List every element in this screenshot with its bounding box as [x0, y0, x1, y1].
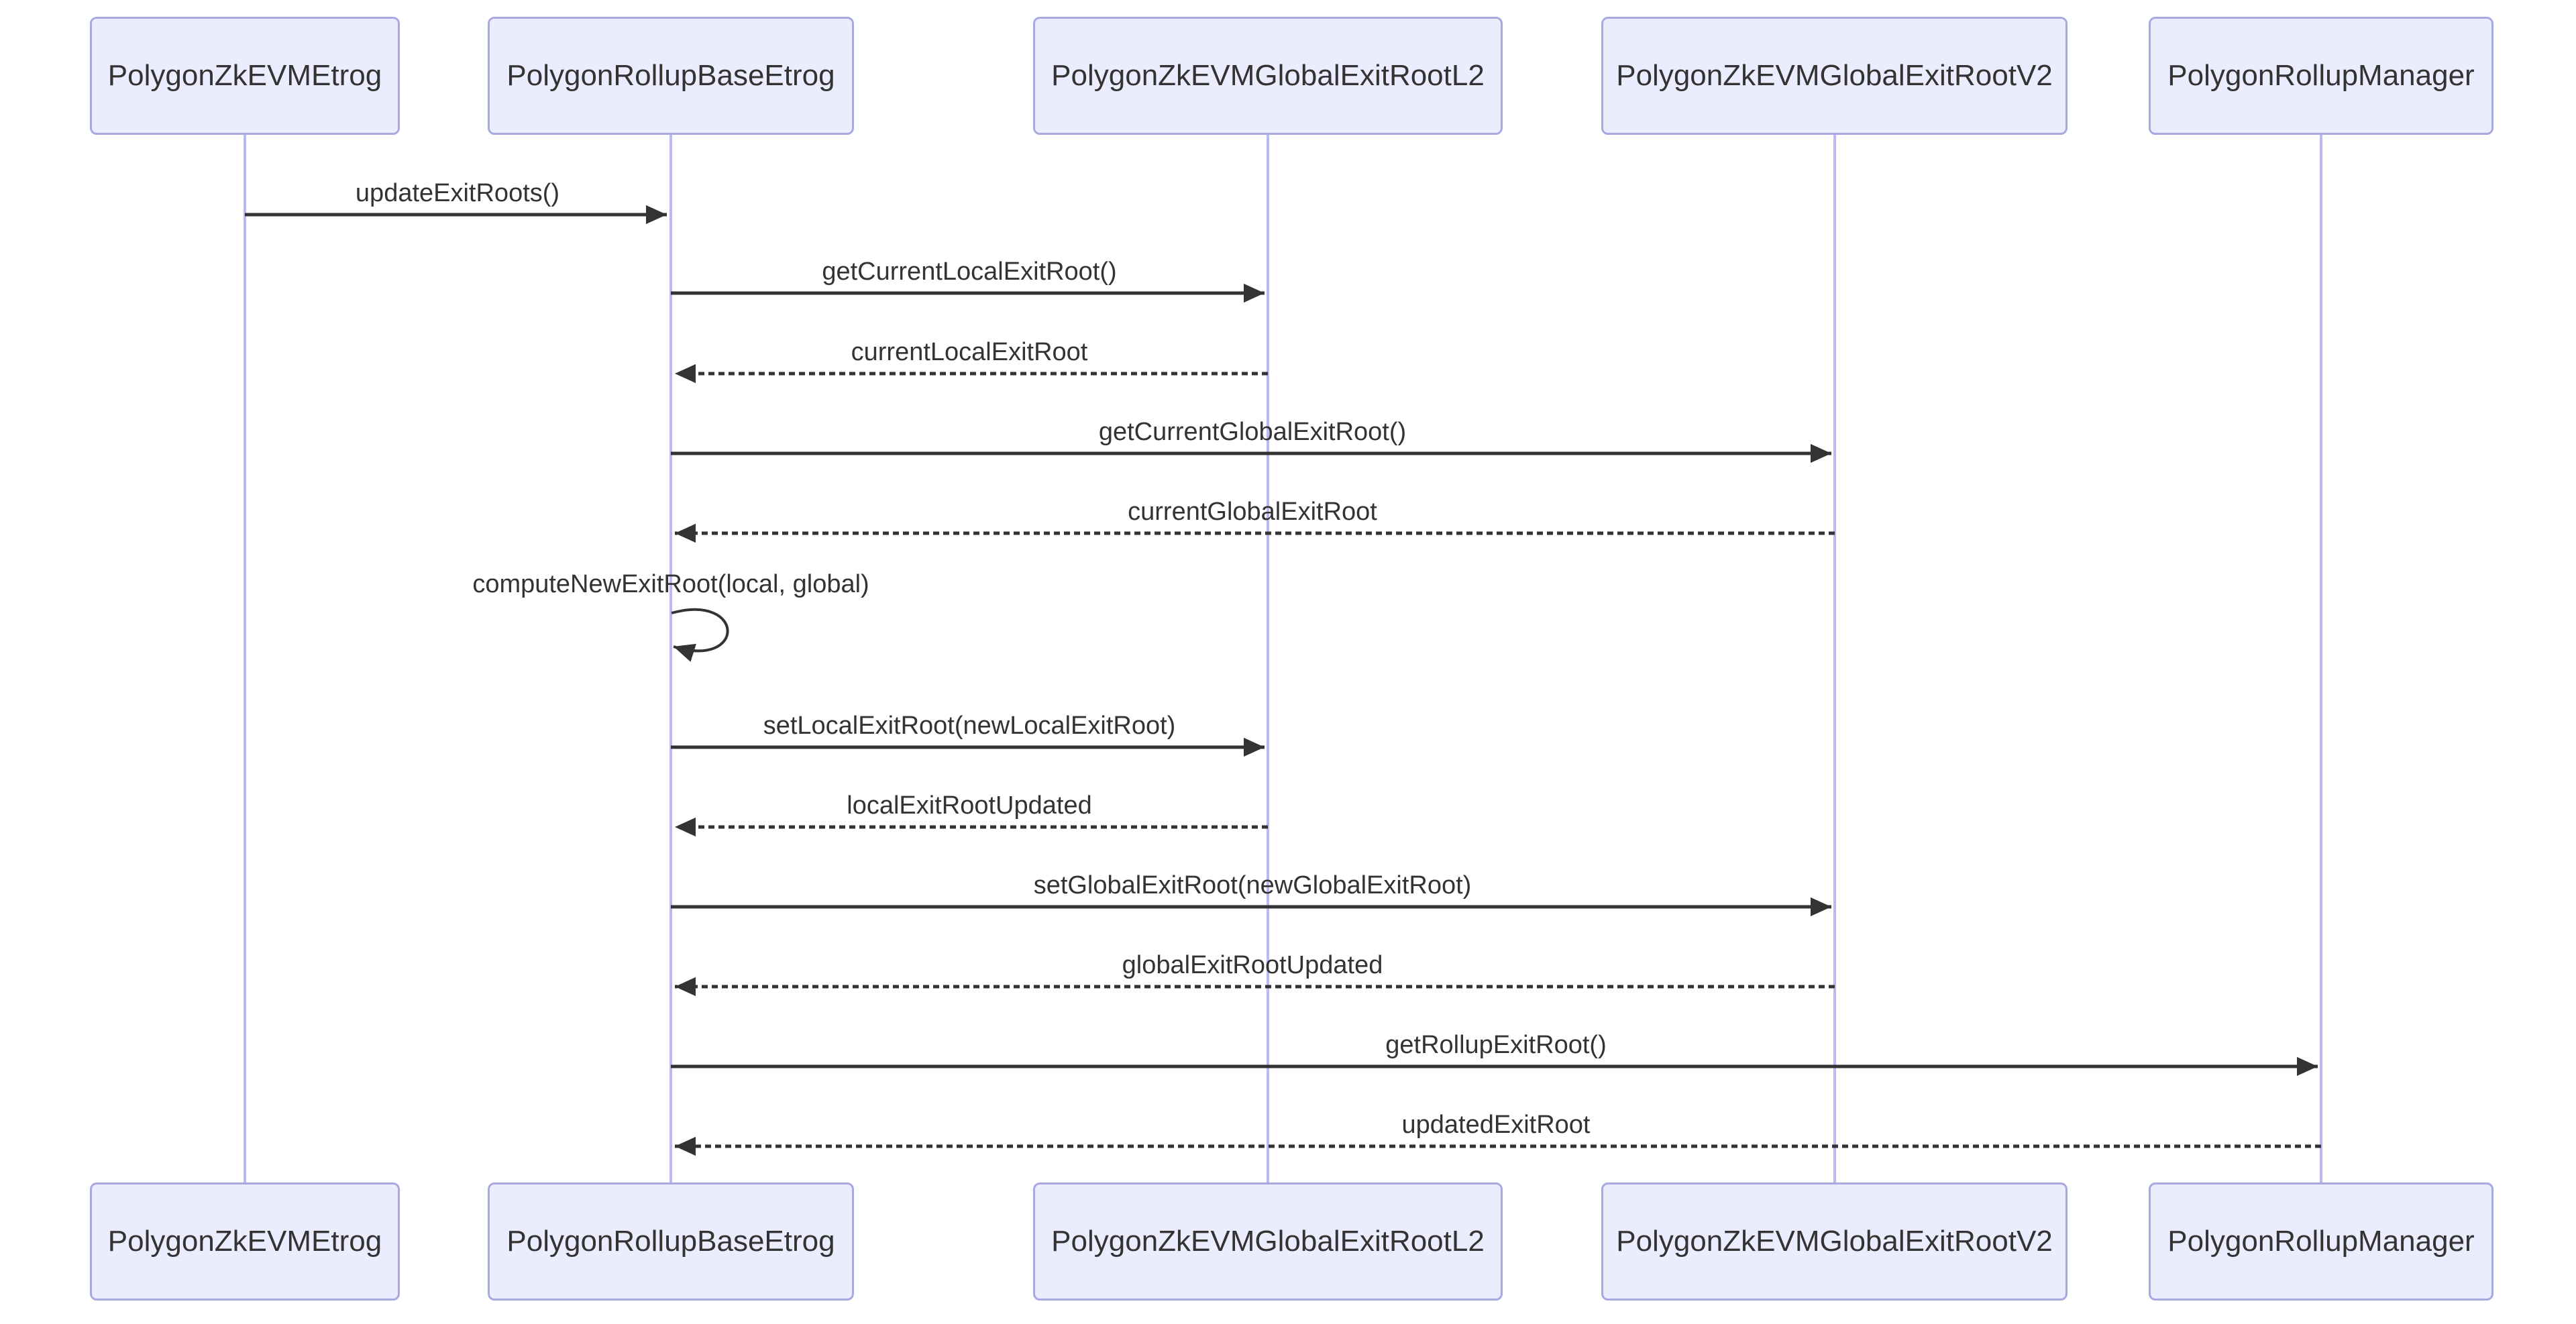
- actor-bottom-polygonrollupmanager: PolygonRollupManager: [2149, 1182, 2493, 1301]
- message-label-current-local-exit-root: currentLocalExitRoot: [851, 338, 1088, 366]
- message-label-update-exit-roots: updateExitRoots(): [355, 179, 560, 207]
- actor-label: PolygonRollupBaseEtrog: [506, 59, 835, 92]
- message-label-global-exit-root-updated: globalExitRootUpdated: [1122, 951, 1383, 979]
- message-label-updated-exit-root: updatedExitRoot: [1401, 1111, 1591, 1139]
- lifeline-polygonzkevmglobalexitrootv2: [1833, 135, 1836, 1182]
- lifeline-polygonzkevmglobalexitrootl2: [1267, 135, 1269, 1182]
- actor-top-polygonzkevmglobalexitrootl2: PolygonZkEVMGlobalExitRootL2: [1033, 17, 1503, 135]
- actor-label: PolygonRollupManager: [2167, 1225, 2475, 1258]
- lifeline-polygonrollupmanager: [2320, 135, 2322, 1182]
- message-label-set-local-exit-root: setLocalExitRoot(newLocalExitRoot): [763, 712, 1176, 740]
- message-label-local-exit-root-updated: localExitRootUpdated: [847, 791, 1092, 820]
- actor-label: PolygonZkEVMGlobalExitRootV2: [1616, 59, 2053, 92]
- actor-bottom-polygonzkevmglobalexitrootv2: PolygonZkEVMGlobalExitRootV2: [1601, 1182, 2068, 1301]
- actor-label: PolygonRollupManager: [2167, 59, 2475, 92]
- actor-bottom-polygonzkevmglobalexitrootl2: PolygonZkEVMGlobalExitRootL2: [1033, 1182, 1503, 1301]
- message-label-get-rollup-exit-root: getRollupExitRoot(): [1385, 1031, 1607, 1059]
- lifeline-polygonzkevmetrog: [244, 135, 246, 1182]
- message-label-compute-new-exit-root: computeNewExitRoot(local, global): [472, 570, 869, 598]
- actor-bottom-polygonrollupbaseetrog: PolygonRollupBaseEtrog: [488, 1182, 854, 1301]
- actor-top-polygonzkevmetrog: PolygonZkEVMEtrog: [90, 17, 400, 135]
- actor-label: PolygonZkEVMGlobalExitRootV2: [1616, 1225, 2053, 1258]
- message-label-current-global-exit-root: currentGlobalExitRoot: [1128, 498, 1377, 526]
- actor-label: PolygonZkEVMEtrog: [107, 59, 382, 92]
- message-label-get-current-global-exit-root: getCurrentGlobalExitRoot(): [1098, 418, 1407, 446]
- actor-top-polygonzkevmglobalexitrootv2: PolygonZkEVMGlobalExitRootV2: [1601, 17, 2068, 135]
- actor-top-polygonrollupbaseetrog: PolygonRollupBaseEtrog: [488, 17, 854, 135]
- message-label-get-current-local-exit-root: getCurrentLocalExitRoot(): [822, 258, 1117, 286]
- actor-label: PolygonZkEVMGlobalExitRootL2: [1051, 59, 1485, 92]
- message-label-set-global-exit-root: setGlobalExitRoot(newGlobalExitRoot): [1033, 871, 1472, 899]
- actor-label: PolygonZkEVMEtrog: [107, 1225, 382, 1258]
- actor-bottom-polygonzkevmetrog: PolygonZkEVMEtrog: [90, 1182, 400, 1301]
- lifeline-polygonrollupbaseetrog: [669, 135, 672, 1182]
- arrow-compute-new-exit-root-self-loop: [671, 608, 729, 662]
- actor-label: PolygonRollupBaseEtrog: [506, 1225, 835, 1258]
- actor-top-polygonrollupmanager: PolygonRollupManager: [2149, 17, 2493, 135]
- actor-label: PolygonZkEVMGlobalExitRootL2: [1051, 1225, 1485, 1258]
